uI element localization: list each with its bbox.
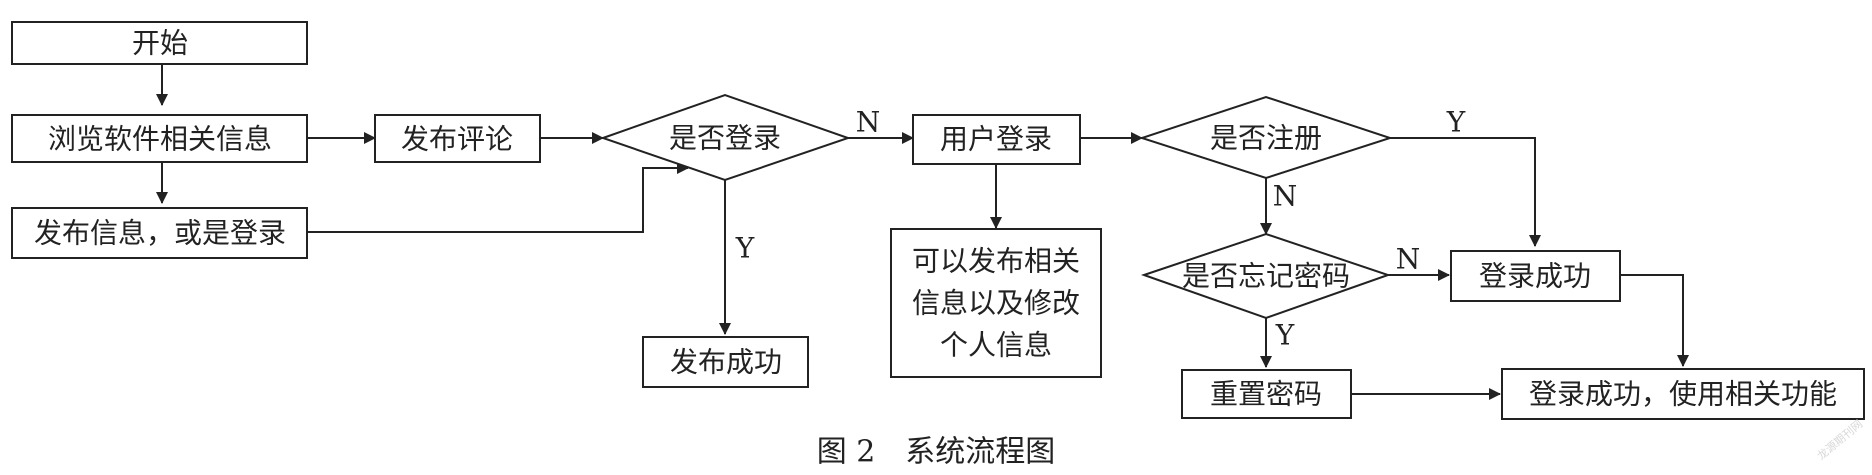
edge-isregistered-loginsuccess [1390, 137, 1541, 247]
node-publish-success [642, 336, 809, 388]
label-login-no: N [856, 106, 881, 139]
label-start: 开始 [132, 27, 188, 60]
node-publish-or-login [11, 207, 308, 259]
connectors [156, 64, 1689, 400]
edge-loginsuccess-final [1620, 274, 1689, 367]
label-publish-comment: 发布评论 [401, 123, 513, 156]
label-forgot-no: N [1396, 243, 1421, 276]
node-is-registered [1138, 95, 1394, 180]
label-login-success-use: 登录成功，使用相关功能 [1529, 378, 1837, 411]
node-user-login [912, 114, 1081, 165]
edge-labels: N Y Y N N Y [735, 106, 1466, 352]
label-browse: 浏览软件相关信息 [48, 123, 272, 156]
label-register-yes: Y [1446, 106, 1466, 139]
label-user-login: 用户登录 [940, 123, 1052, 156]
label-reset-password: 重置密码 [1210, 378, 1322, 411]
label-can-publish-line3: 个人信息 [940, 329, 1052, 362]
label-can-publish-line2: 信息以及修改 [912, 287, 1080, 320]
label-register-no: N [1273, 180, 1298, 213]
label-login-success: 登录成功 [1479, 260, 1591, 293]
node-login-success-use [1501, 368, 1865, 420]
label-is-registered: 是否注册 [1210, 122, 1322, 155]
node-forgot-password [1140, 232, 1392, 320]
label-publish-or-login: 发布信息，或是登录 [34, 217, 286, 250]
figure-caption: 图 2 系统流程图 [817, 435, 1056, 470]
watermark: 龙源期刊网 [1814, 417, 1865, 463]
node-can-publish [890, 228, 1102, 378]
shapes [11, 21, 1865, 420]
node-login-success [1450, 250, 1621, 302]
node-browse [11, 114, 308, 163]
label-forgot-password: 是否忘记密码 [1182, 260, 1350, 293]
node-is-logged-in [599, 93, 852, 182]
node-labels: 开始 浏览软件相关信息 发布评论 发布信息，或是登录 是否登录 发布成功 用户登… [34, 27, 1837, 411]
label-can-publish-line1: 可以发布相关 [912, 245, 1080, 278]
label-forgot-yes: Y [1275, 319, 1295, 352]
node-start [11, 21, 308, 65]
label-publish-success: 发布成功 [670, 346, 782, 379]
label-is-logged-in: 是否登录 [669, 122, 781, 155]
edge-publish-islogin [306, 162, 689, 233]
node-publish-comment [374, 114, 541, 163]
node-reset-password [1181, 369, 1352, 419]
label-login-yes: Y [735, 232, 755, 265]
